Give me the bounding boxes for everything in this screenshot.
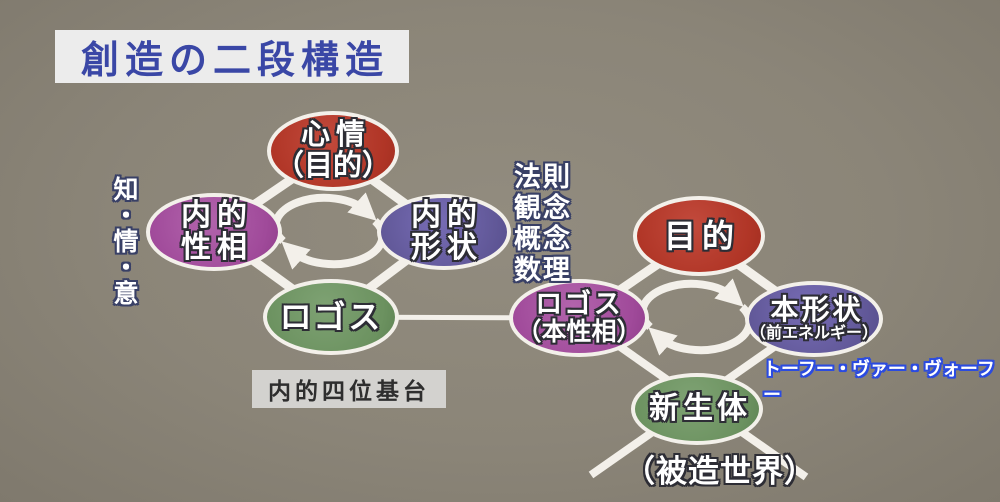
give-and-take-arrows-left [271, 192, 387, 270]
node-purpose: 目的 [633, 196, 765, 276]
node-original-hyungsang-line2: （前エネルギー） [749, 325, 878, 343]
node-original-hyungsang-line1: 本形状 [770, 294, 864, 326]
node-original-hyungsang: 本形状 （前エネルギー） [745, 281, 883, 357]
node-logos-inner-label: ロゴス [279, 298, 383, 335]
annotation-idea: 観念 [514, 193, 572, 224]
node-heart-line1: 心情 [300, 118, 371, 151]
slide-title: 創造の二段構造 [55, 30, 409, 83]
node-logos-original-line1: ロゴス [535, 288, 623, 319]
node-heart-purpose: 心情 （目的） [267, 111, 399, 191]
node-inner-hyungsang-line2: 形状 [411, 231, 483, 264]
annotation-law: 法則 [514, 162, 572, 192]
node-inner-sungsang-line2: 性相 [181, 231, 253, 264]
give-and-take-arrows-right [638, 278, 754, 356]
node-inner-hyungsang: 内的 形状 [377, 194, 511, 270]
caption-inner-four-position: 内的四位基台 [252, 370, 446, 408]
annotation-tohu-vavohu: トーフー・ヴァー・ヴォーフー [763, 359, 995, 405]
node-new-entity-label: 新生体 [649, 391, 751, 425]
node-inner-sungsang: 内的 性相 [146, 193, 282, 271]
node-inner-sungsang-line1: 内的 [181, 198, 253, 232]
node-logos-original-sungsang: ロゴス （本性相） [509, 279, 649, 357]
annotation-math: 数理 [514, 255, 572, 286]
annotation-concept: 概念 [514, 224, 572, 255]
node-heart-line2: （目的） [274, 150, 391, 182]
annotation-chi-jo-i: 知・情・意 [110, 176, 138, 306]
caption-created-world: （被造世界） [624, 454, 816, 489]
node-logos-original-line2: （本性相） [516, 318, 642, 347]
annotation-law-list: 法則 観念 概念 数理 [514, 162, 572, 286]
node-new-entity: 新生体 [631, 373, 763, 445]
node-logos-inner: ロゴス [263, 279, 399, 355]
node-inner-hyungsang-line1: 内的 [411, 198, 483, 232]
node-purpose-label: 目的 [663, 217, 740, 254]
